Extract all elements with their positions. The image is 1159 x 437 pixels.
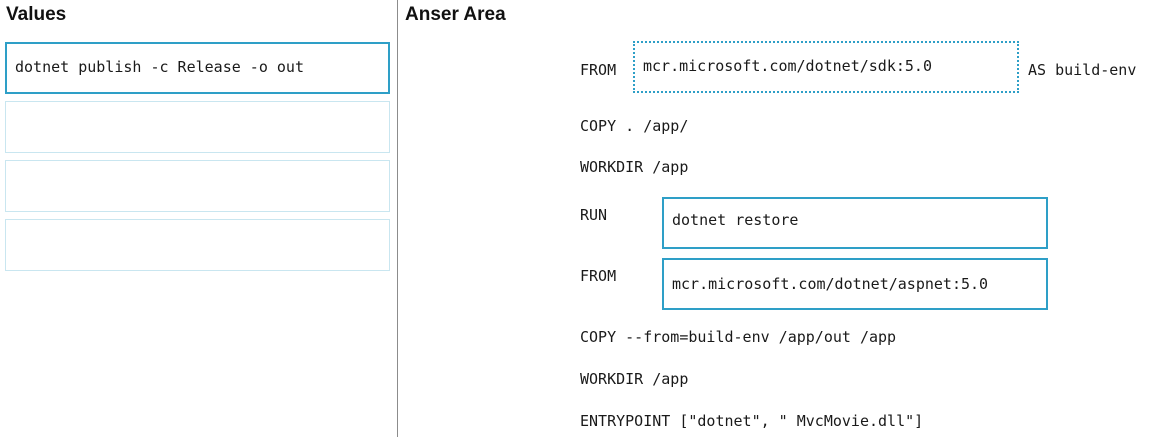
answer-target-sdk-image[interactable]: mcr.microsoft.com/dotnet/sdk:5.0 (633, 41, 1019, 93)
values-heading: Values (6, 4, 67, 25)
value-item-label: dotnet publish -c Release -o out (15, 58, 304, 76)
answer-target-label: mcr.microsoft.com/dotnet/aspnet:5.0 (672, 275, 989, 293)
from-keyword-1: FROM (580, 61, 617, 79)
answer-target-run-command[interactable]: dotnet restore (662, 197, 1048, 249)
answer-target-aspnet-image[interactable]: mcr.microsoft.com/dotnet/aspnet:5.0 (662, 258, 1048, 310)
workdir-line-1: WORKDIR /app (580, 158, 689, 176)
answer-area-heading: Anser Area (405, 4, 506, 25)
answer-target-label: dotnet restore (672, 211, 799, 229)
from-keyword-2: FROM (580, 267, 617, 285)
copy-line-2: COPY --from=build-env /app/out /app (580, 328, 897, 346)
panel-divider (397, 0, 398, 437)
value-slot-empty[interactable] (5, 160, 390, 212)
run-keyword: RUN (580, 206, 608, 224)
value-item-publish[interactable]: dotnet publish -c Release -o out (5, 42, 390, 94)
value-slot-empty[interactable] (5, 219, 390, 271)
entrypoint-line: ENTRYPOINT ["dotnet", " MvcMovie.dll"] (580, 412, 924, 430)
copy-line-1: COPY . /app/ (580, 117, 689, 135)
as-build-env-label: AS build-env (1028, 61, 1137, 79)
workdir-line-2: WORKDIR /app (580, 370, 689, 388)
value-slot-empty[interactable] (5, 101, 390, 153)
answer-target-label: mcr.microsoft.com/dotnet/sdk:5.0 (643, 57, 932, 75)
